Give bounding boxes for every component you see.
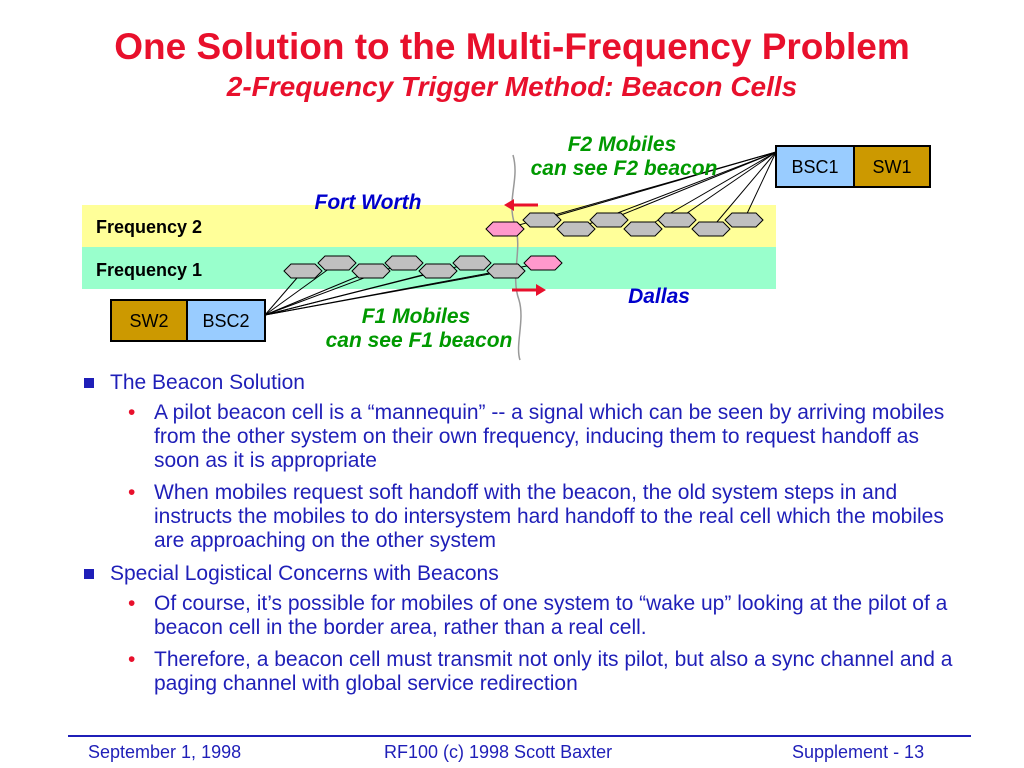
dot-bullet-icon: • (128, 592, 136, 615)
footer-page-number: Supplement - 13 (792, 742, 925, 762)
sub-bullet-text: When mobiles request soft handoff with t… (154, 481, 944, 552)
footer-divider (68, 735, 971, 737)
f2-cell (589, 212, 629, 228)
footer-date: September 1, 1998 (88, 742, 242, 762)
f1-mobiles-label: F1 Mobiles (362, 305, 471, 328)
sub-bullet-text: Therefore, a beacon cell must transmit n… (154, 648, 953, 695)
bsc1-box (775, 145, 855, 188)
fort-worth-label: Fort Worth (315, 191, 422, 214)
f2-cell (657, 212, 697, 228)
f1-mobiles-sublabel: can see F1 beacon (326, 329, 513, 352)
bullet-logistical-concerns: Special Logistical Concerns with Beacons (82, 561, 962, 586)
f1-cell (351, 263, 391, 279)
arrow-right-icon (512, 284, 546, 296)
sub-bullet-text: A pilot beacon cell is a “mannequin” -- … (154, 401, 945, 472)
f2-mobiles-label: F2 Mobiles (568, 133, 677, 156)
square-bullet-icon (84, 378, 94, 388)
sub-bullet: • When mobiles request soft handoff with… (128, 481, 962, 553)
sw2-box (110, 299, 188, 342)
bsc2-label: BSC2 (202, 311, 249, 331)
arrow-left-icon (504, 199, 538, 211)
slide-subtitle: 2-Frequency Trigger Method: Beacon Cells (226, 71, 798, 102)
sub-bullet: • Of course, it’s possible for mobiles o… (128, 592, 962, 640)
f2-cell (724, 212, 764, 228)
sub-bullet-text: Of course, it’s possible for mobiles of … (154, 592, 948, 639)
f1-cell (317, 255, 357, 271)
bullet-list: The Beacon Solution • A pilot beacon cel… (82, 370, 962, 704)
f1-cell (283, 263, 323, 279)
f2-cell (623, 221, 663, 237)
f1-cell (418, 263, 458, 279)
bsc1-label: BSC1 (791, 157, 838, 177)
f1-cells (283, 255, 563, 279)
dot-bullet-icon: • (128, 481, 136, 504)
f1-cell (384, 255, 424, 271)
sw1-label: SW1 (872, 157, 911, 177)
frequency-1-label: Frequency 1 (96, 260, 202, 280)
f2-cell (522, 212, 562, 228)
dot-bullet-icon: • (128, 648, 136, 671)
sw1-box (853, 145, 931, 188)
f2-beacon-cell (485, 221, 525, 237)
sw2-label: SW2 (129, 311, 168, 331)
city-boundary-line (511, 154, 522, 361)
f2-cell (556, 221, 596, 237)
slide-title: One Solution to the Multi-Frequency Prob… (114, 26, 910, 67)
f1-beacon-cell (523, 255, 563, 271)
frequency-2-band (82, 205, 776, 247)
bsc2-box (186, 299, 266, 342)
bullet-text: Special Logistical Concerns with Beacons (110, 562, 499, 585)
f1-cell (452, 255, 492, 271)
frequency-2-label: Frequency 2 (96, 217, 202, 237)
sub-bullet: • A pilot beacon cell is a “mannequin” -… (128, 401, 962, 473)
bullet-text: The Beacon Solution (110, 371, 305, 394)
dallas-label: Dallas (628, 285, 690, 308)
bullet-beacon-solution: The Beacon Solution (82, 370, 962, 395)
f1-cell (486, 263, 526, 279)
f2-cell (691, 221, 731, 237)
dot-bullet-icon: • (128, 401, 136, 424)
f2-cells (485, 212, 764, 237)
sub-bullet: • Therefore, a beacon cell must transmit… (128, 648, 962, 696)
f2-mobiles-sublabel: can see F2 beacon (531, 157, 718, 180)
square-bullet-icon (84, 569, 94, 579)
footer-copyright: RF100 (c) 1998 Scott Baxter (384, 742, 613, 762)
